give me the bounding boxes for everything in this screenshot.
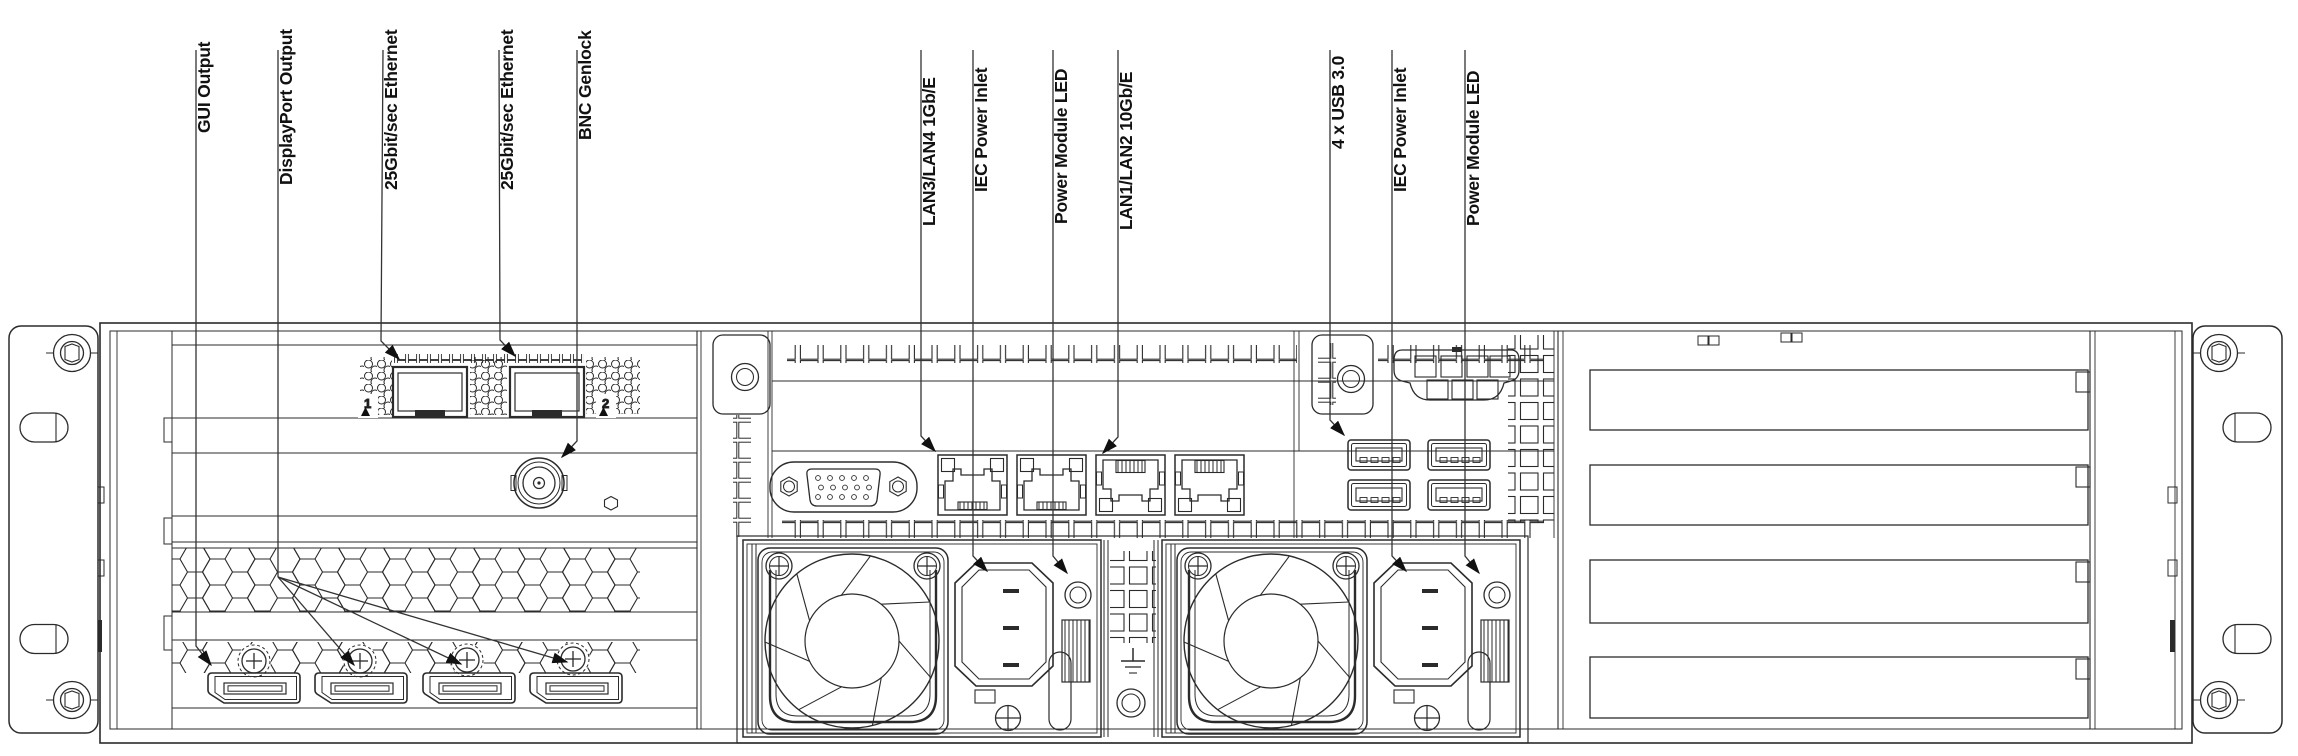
vent-holes xyxy=(470,357,507,415)
rj45-lan4 xyxy=(1016,454,1087,516)
screw-hole xyxy=(603,495,619,511)
expansion-slot-3 xyxy=(1589,559,2089,624)
bracket-screw xyxy=(730,362,760,392)
vent-square-column xyxy=(1318,343,1336,405)
right-rack-ear xyxy=(2193,326,2282,733)
rj45-lan2 xyxy=(1174,454,1245,516)
label-power-module-led-2: Power Module LED xyxy=(1463,71,1483,226)
displayport-4 xyxy=(529,672,623,704)
label-gui-output: GUI Output xyxy=(194,41,214,133)
leader-iec-1 xyxy=(972,50,989,573)
callout-leader-lines xyxy=(195,49,1480,667)
power-supply-bay xyxy=(736,535,1529,744)
leader-bnc xyxy=(560,50,578,459)
label-25g-ethernet-2: 25Gbit/sec Ethernet xyxy=(497,29,517,190)
svg-text:1: 1 xyxy=(364,396,371,411)
expansion-slot-2 xyxy=(1589,464,2089,526)
label-lan1-lan2: LAN1/LAN2 10Gb/E xyxy=(1116,72,1136,230)
leader-displayport-dp4 xyxy=(277,576,569,664)
displayport-3 xyxy=(422,672,516,704)
sfp28-cage-2 xyxy=(508,365,586,419)
bnc-genlock-connector xyxy=(510,457,568,509)
callout-labels: GUI Output DisplayPort Output 25Gbit/sec… xyxy=(194,29,1483,230)
left-card-bay: 1 2 xyxy=(163,331,702,729)
leader-25g-1 xyxy=(380,49,401,361)
label-bnc-genlock: BNC Genlock xyxy=(575,30,595,140)
leader-lan12 xyxy=(1101,50,1119,455)
sfp-port-1-marker: 1 xyxy=(358,394,378,418)
psu-divider xyxy=(1103,540,1159,737)
leader-led-1 xyxy=(1052,50,1068,575)
sfp28-cage-1 xyxy=(391,365,469,419)
leader-led-2 xyxy=(1464,50,1480,575)
expansion-slot-area xyxy=(1557,331,2096,729)
label-displayport-output: DisplayPort Output xyxy=(276,29,296,185)
psu-1 xyxy=(743,540,1101,737)
usb-bracket xyxy=(1311,334,1374,415)
usb3-port-2 xyxy=(1427,439,1491,471)
label-iec-power-inlet-2: IEC Power Inlet xyxy=(1390,67,1410,192)
leader-displayport-dp3 xyxy=(277,576,463,665)
label-power-module-led-1: Power Module LED xyxy=(1051,69,1071,224)
rj45-lan1 xyxy=(1095,454,1166,516)
leader-usb xyxy=(1329,50,1346,437)
motherboard-io-area xyxy=(769,331,1555,538)
vga-port xyxy=(769,461,918,513)
leader-displayport-dp2 xyxy=(277,576,355,667)
usb3-port-1 xyxy=(1347,439,1411,471)
label-25g-ethernet-1: 25Gbit/sec Ethernet xyxy=(381,29,401,190)
honeycomb-vent xyxy=(172,548,640,612)
left-rack-ear xyxy=(9,326,98,733)
label-usb3: 4 x USB 3.0 xyxy=(1328,55,1348,149)
leader-gui-output xyxy=(195,50,212,667)
vga-pins xyxy=(815,475,872,500)
expansion-slot-4 xyxy=(1589,656,2089,719)
leader-25g-2 xyxy=(498,49,517,358)
usb3-port-4 xyxy=(1427,479,1491,511)
vent-square-column xyxy=(733,415,751,537)
psu-2 xyxy=(1162,540,1520,737)
bracket-screw xyxy=(1336,364,1366,394)
sfp-port-2-marker: 2 xyxy=(596,394,616,418)
ground-symbol-icon xyxy=(1121,648,1145,674)
leader-lan34 xyxy=(920,50,937,453)
label-iec-power-inlet-1: IEC Power Inlet xyxy=(971,67,991,192)
leader-iec-2 xyxy=(1391,50,1408,573)
center-bracket-column xyxy=(712,331,773,538)
svg-text:2: 2 xyxy=(602,396,609,411)
io-vent-row-bottom xyxy=(782,520,1544,538)
usb3-port-3 xyxy=(1347,479,1411,511)
io-vent-row-top xyxy=(787,345,1297,363)
vent-square-grid xyxy=(1508,335,1554,523)
label-lan3-lan4: LAN3/LAN4 1Gb/E xyxy=(919,77,939,226)
expansion-slot-1 xyxy=(1589,369,2089,431)
